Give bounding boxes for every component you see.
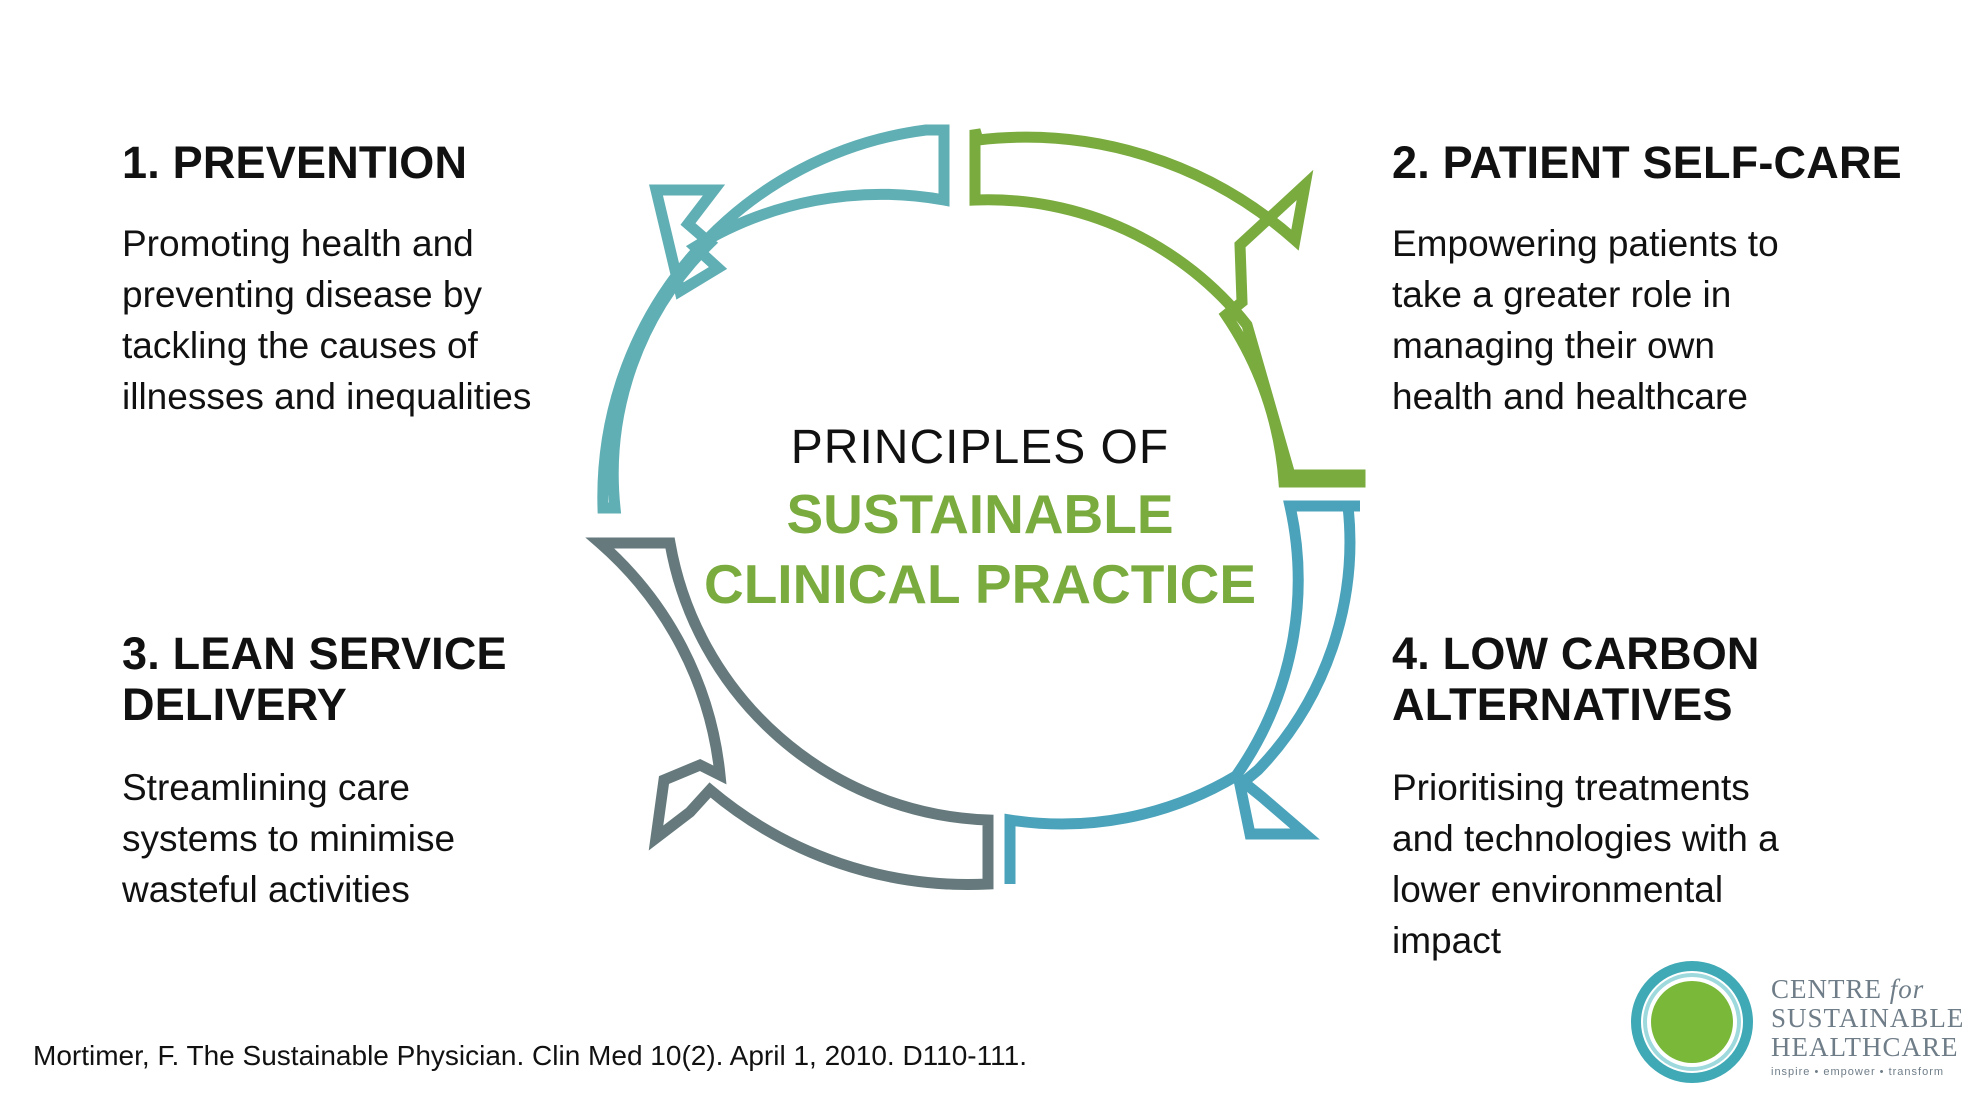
heading-line: 3. LEAN SERVICE [122,628,507,679]
logo-word-for: for [1889,974,1925,1004]
description-line: systems to minimise [122,818,456,859]
centre-for-sustainable-healthcare-logo-icon [1631,961,1753,1083]
principle-description: Prioritising treatments and technologies… [1392,762,1912,966]
description-line: illnesses and inequalities [122,376,532,417]
heading-line: DELIVERY [122,679,347,730]
description-line: preventing disease by [122,274,482,315]
principle-description: Streamlining care systems to minimise wa… [122,762,622,915]
heading-line: ALTERNATIVES [1392,679,1733,730]
arrow-segment-lean-service [585,537,994,890]
principle-description: Promoting health and preventing disease … [122,218,622,422]
principle-low-carbon-alternatives: 4. LOW CARBON ALTERNATIVES Prioritising … [1392,628,1912,966]
principle-prevention: 1. PREVENTION Promoting health and preve… [122,137,622,422]
description-line: managing their own [1392,325,1715,366]
logo-wordmark: CENTRE for SUSTAINABLE HEALTHCARE inspir… [1771,974,1965,1079]
description-line: and technologies with a [1392,818,1779,859]
description-line: take a greater role in [1392,274,1732,315]
principle-heading: 2. PATIENT SELF-CARE [1392,137,1902,188]
logo-word-healthcare: HEALTHCARE [1771,1032,1959,1062]
principle-patient-self-care: 2. PATIENT SELF-CARE Empowering patients… [1392,137,1952,422]
description-line: Promoting health and [122,223,474,264]
principle-heading: 4. LOW CARBON ALTERNATIVES [1392,628,1912,730]
principle-lean-service-delivery: 3. LEAN SERVICE DELIVERY Streamlining ca… [122,628,622,915]
description-line: Streamlining care [122,767,410,808]
center-title-line-2: SUSTAINABLE [786,483,1174,545]
arrow-segment-low-carbon-base [1004,771,1239,884]
arrow-segment-self-care [969,128,1366,488]
center-title-line-1: PRINCIPLES OF [790,421,1170,474]
center-title-line-3: CLINICAL PRACTICE [703,553,1257,615]
heading-line: 4. LOW CARBON [1392,628,1760,679]
principle-description: Empowering patients to take a greater ro… [1392,218,1952,422]
description-line: lower environmental [1392,869,1724,910]
description-line: Empowering patients to [1392,223,1779,264]
description-line: health and healthcare [1392,376,1748,417]
description-line: Prioritising treatments [1392,767,1750,808]
description-line: wasteful activities [122,869,410,910]
principle-heading: 1. PREVENTION [122,137,468,188]
logo-word-centre: CENTRE [1771,974,1882,1004]
arrow-segment-prevention [597,124,950,514]
logo-tagline: inspire • empower • transform [1771,1066,1945,1078]
logo-word-sustainable: SUSTAINABLE [1771,1003,1965,1033]
description-line: tackling the causes of [122,325,478,366]
principle-heading: 3. LEAN SERVICE DELIVERY [122,628,622,730]
citation: Mortimer, F. The Sustainable Physician. … [33,1040,1027,1071]
arrow-segment-low-carbon [1228,500,1360,840]
description-line: impact [1392,920,1501,961]
